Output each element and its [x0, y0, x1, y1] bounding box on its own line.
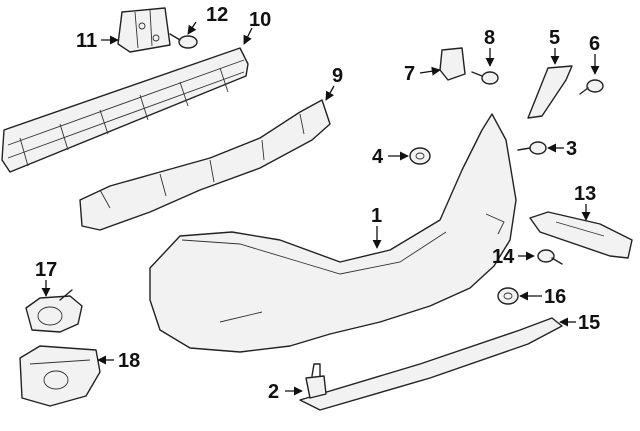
callout-7: 7 [404, 63, 415, 85]
part-12-bolt [169, 33, 198, 49]
part-8-clip [471, 71, 499, 85]
part-5-side-bracket [527, 65, 573, 119]
callout-4: 4 [372, 146, 384, 168]
part-14-screw [537, 249, 563, 265]
part-11-bracket [117, 7, 171, 53]
part-10-reinforcement-beam [1, 47, 249, 173]
callout-6: 6 [589, 33, 600, 55]
part-16-nut [497, 287, 519, 305]
part-2-push-clip [305, 363, 327, 399]
part-9-energy-absorber [79, 99, 331, 231]
callout-3: 3 [566, 138, 577, 160]
callout-13: 13 [574, 183, 596, 205]
callout-11: 11 [76, 30, 97, 52]
callout-17: 17 [35, 259, 57, 281]
leader-lines [41, 21, 600, 396]
callout-16: 16 [544, 286, 566, 308]
part-7-bracket [439, 47, 466, 81]
callout-18: 18 [118, 350, 140, 372]
callout-12: 12 [206, 4, 228, 26]
part-1-bumper-cover [149, 113, 517, 353]
part-4-nut [409, 147, 431, 165]
callout-10: 10 [249, 9, 271, 31]
callout-9: 9 [332, 65, 343, 87]
callout-1: 1 [371, 205, 382, 227]
part-17-parking-sensor [25, 289, 83, 333]
part-3-bolt [517, 141, 547, 155]
part-18-sensor-bracket [19, 345, 101, 407]
callout-8: 8 [484, 27, 495, 49]
part-13-reflector [529, 211, 633, 259]
callout-15: 15 [578, 312, 600, 334]
callout-5: 5 [549, 27, 560, 49]
callout-14: 14 [492, 246, 515, 268]
callout-2: 2 [268, 381, 279, 403]
part-6-screw [579, 79, 604, 95]
